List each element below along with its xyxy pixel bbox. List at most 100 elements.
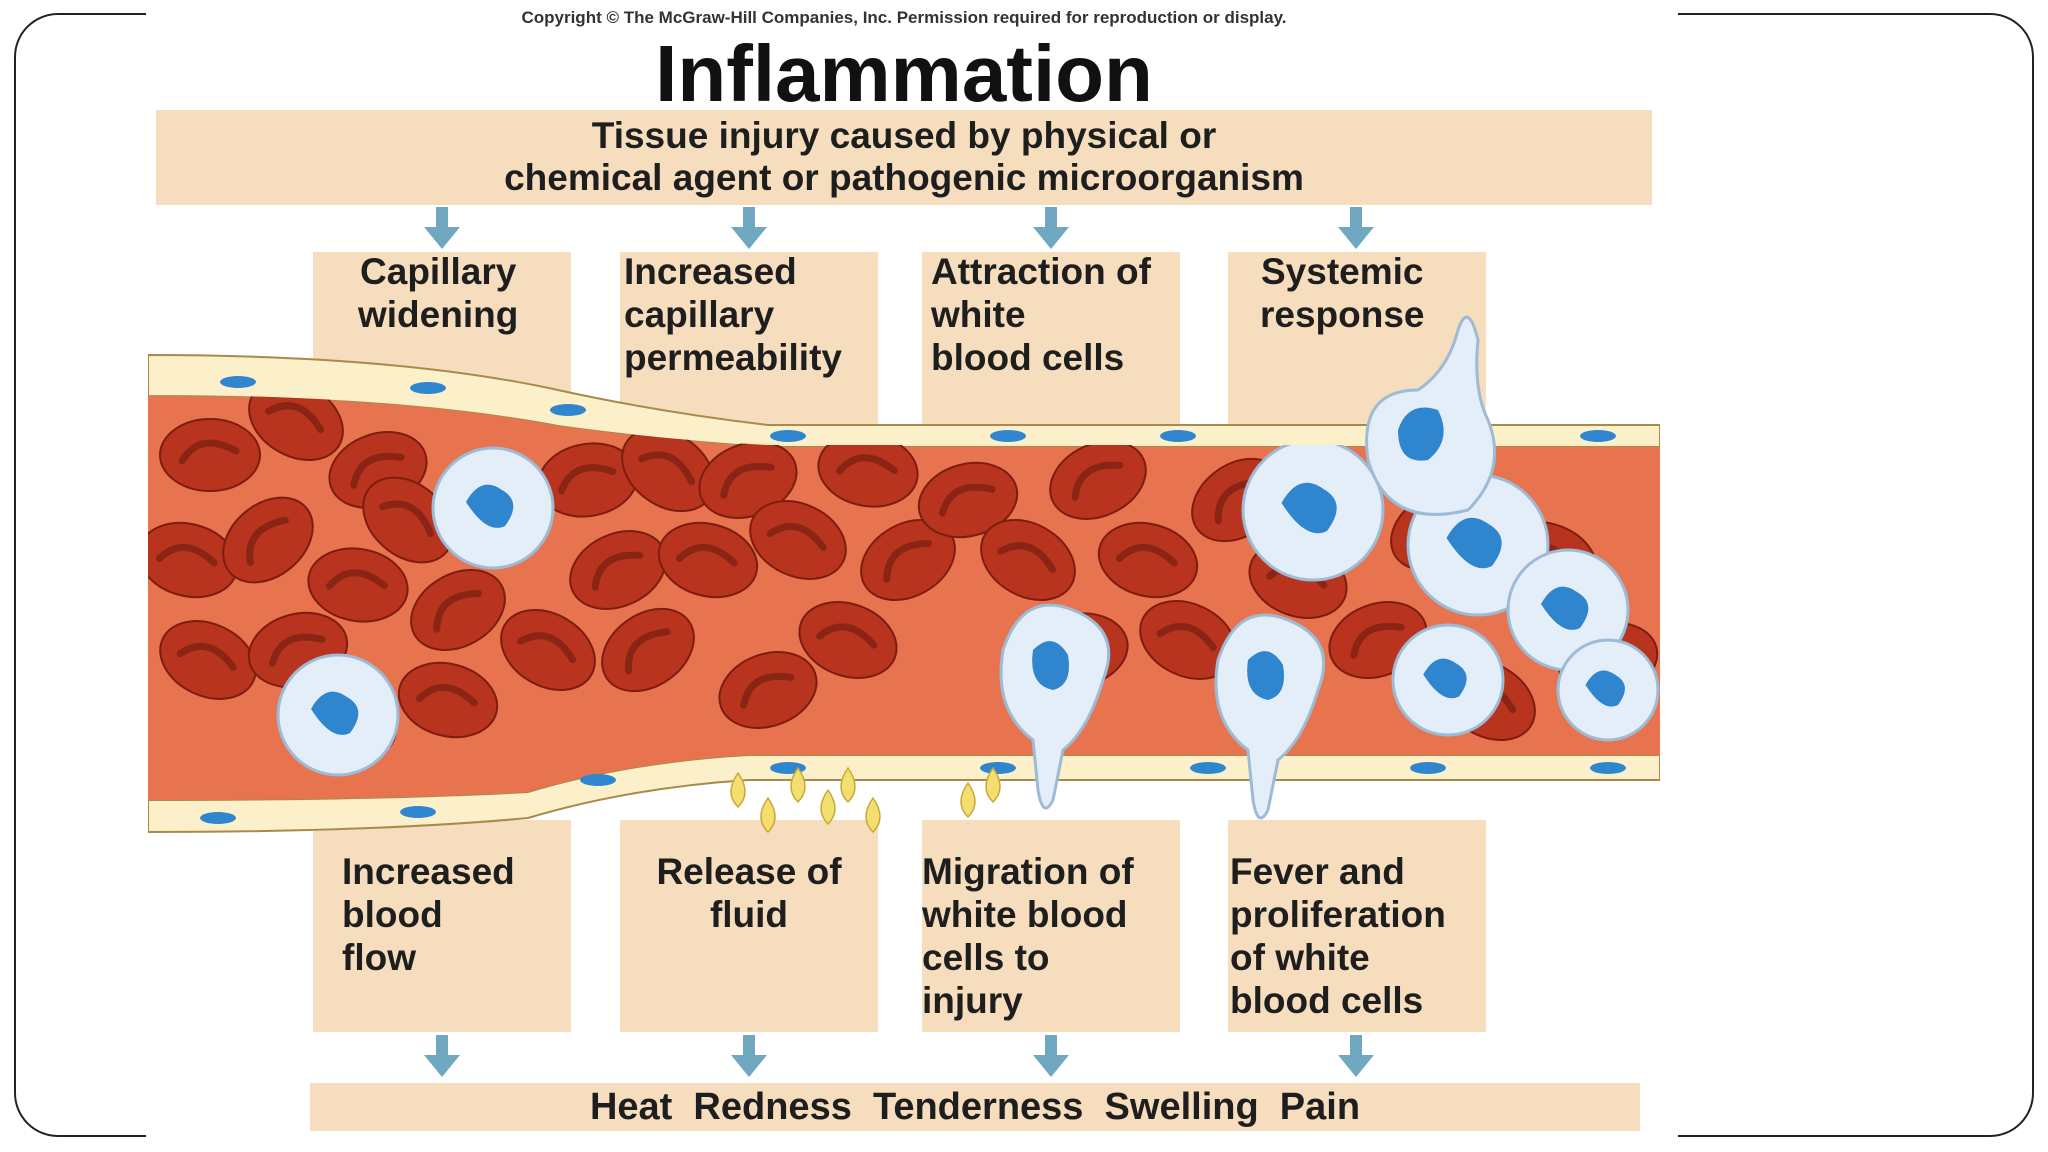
red-blood-cell [798,601,898,679]
endothelial-nucleus [1410,762,1446,774]
response-2-line-1: Increased [624,251,797,292]
endothelial-nucleus [1590,762,1626,774]
red-blood-cell [410,569,506,651]
column-panel-bottom-3 [922,820,1180,1032]
endothelial-nucleus [410,382,446,394]
response-2-line-2: capillary [624,294,775,335]
injury-banner: Tissue injury caused by physical or chem… [156,110,1652,205]
red-blood-cell [307,547,409,623]
red-blood-cell [222,496,314,584]
arrow-down-icon [731,207,767,249]
effect-3-line-3: cells to [922,937,1050,978]
red-blood-cell [1097,521,1199,599]
effect-2-line-1: Release of [656,851,842,892]
effect-label-migration: Migration of white blood cells to injury [922,850,1134,1022]
fluid-droplet [730,771,746,809]
response-4-line-1: Systemic [1261,251,1424,292]
injury-line-1: Tissue injury caused by physical or [591,115,1217,156]
effect-4-line-1: Fever and [1230,851,1405,892]
white-blood-cell [1241,438,1385,582]
endothelial-nucleus [1580,430,1616,442]
endothelial-nucleus [200,812,236,824]
arrow-down-icon [1338,1035,1374,1077]
arrow-down-icon [1033,207,1069,249]
red-blood-cell [980,519,1076,601]
effect-3-line-2: white blood [922,894,1128,935]
endothelial-nucleus [1190,762,1226,774]
red-blood-cell [397,661,499,739]
endothelial-nucleus [400,806,436,818]
white-blood-cell [276,653,400,777]
red-blood-cell [248,395,344,461]
arrow-down-icon [424,207,460,249]
endothelial-nucleus [1160,430,1196,442]
fluid-droplet [790,766,806,804]
response-3-line-2: white [931,294,1026,335]
red-blood-cell [159,418,261,492]
red-blood-cell [917,461,1019,539]
endothelial-nucleus [220,376,256,388]
red-blood-cell [601,607,695,693]
arrow-down-icon [1033,1035,1069,1077]
column-panel-bottom-1 [313,820,571,1032]
red-blood-cell [159,620,257,700]
red-blood-cell [621,427,715,513]
fluid-droplet [865,796,881,834]
red-blood-cell [569,530,667,610]
fluid-droplet [760,796,776,834]
red-blood-cell [749,500,847,580]
blood-vessel-illustration [148,207,1660,1077]
copyright-notice: Copyright © The McGraw-Hill Companies, I… [521,8,1287,27]
red-blood-cell [718,651,818,729]
response-3-line-3: blood cells [931,337,1125,378]
injury-line-2: chemical agent or pathogenic microorgani… [504,157,1304,198]
fluid-droplet [840,766,856,804]
red-blood-cell [657,521,759,599]
response-1-line-1: Capillary [360,251,517,292]
migrating-white-blood-cell [1365,315,1497,516]
endothelial-nucleus [580,774,616,786]
fluid-droplet [960,781,976,819]
symptoms-text: Heat Redness Tenderness Swelling Pain [589,1086,1361,1128]
figure-title: Inflammation [655,29,1153,118]
response-1-line-2: widening [358,294,519,335]
effect-4-line-2: proliferation [1230,894,1446,935]
response-3-line-1: Attraction of [931,251,1151,292]
response-label-attraction: Attraction of white blood cells [931,250,1151,379]
response-4-line-2: response [1260,294,1425,335]
effect-label-fluid: Release of fluid [638,850,860,936]
effect-3-line-4: injury [922,980,1023,1021]
effect-4-line-3: of white [1230,937,1370,978]
red-blood-cell [537,442,639,518]
effect-label-blood-flow: Increased blood flow [342,850,515,979]
arrow-down-icon [731,1035,767,1077]
response-2-line-3: permeability [624,337,842,378]
column-panel-bottom-4 [1228,820,1486,1032]
response-label-permeability: Increased capillary permeability [624,250,842,379]
arrow-down-icon [424,1035,460,1077]
effect-2-line-2: fluid [709,894,789,935]
arrow-down-icon [1338,207,1374,249]
fluid-droplet [820,788,836,826]
effect-3-line-1: Migration of [922,851,1134,892]
white-blood-cell [431,446,555,570]
response-label-capillary-widening: Capillary widening [358,250,518,336]
white-blood-cell [1391,623,1505,737]
symptoms-banner [310,1083,1640,1131]
migrating-white-blood-cell [999,603,1111,810]
endothelial-nucleus [980,762,1016,774]
fluid-droplet [985,766,1001,804]
effect-4-line-4: blood cells [1230,980,1424,1021]
column-panel-bottom-2 [620,820,878,1032]
effect-1-line-3: flow [342,937,416,978]
effect-1-line-2: blood [342,894,443,935]
endothelial-nucleus [550,404,586,416]
response-label-systemic: Systemic response [1260,250,1425,336]
effect-label-fever: Fever and proliferation of white blood c… [1230,850,1446,1022]
migrating-white-blood-cell [1214,613,1326,820]
red-blood-cell [1049,440,1147,520]
inflammation-figure: Copyright © The McGraw-Hill Companies, I… [148,0,1660,1152]
white-blood-cell [1556,638,1660,742]
endothelial-nucleus [770,430,806,442]
white-blood-cell [1506,548,1630,672]
